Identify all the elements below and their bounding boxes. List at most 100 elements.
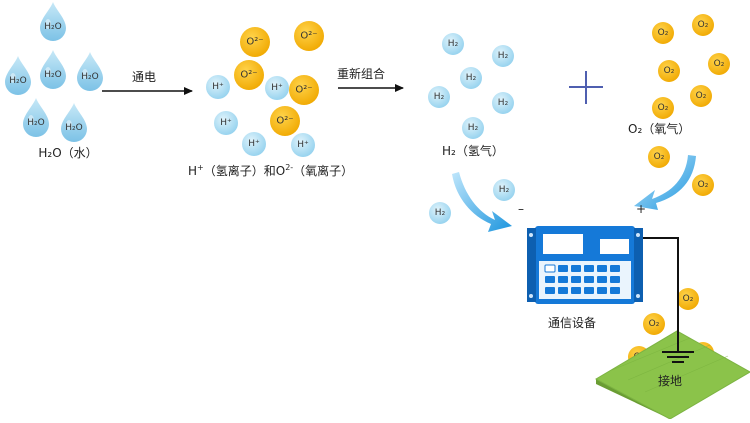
device-button (558, 265, 568, 272)
oxygen-molecule: O₂ (643, 313, 665, 335)
oxygen-ion: O²⁻ (234, 60, 264, 90)
oxygen-ion: O²⁻ (294, 21, 324, 51)
water-drops: H₂O H₂O H₂O H₂O H₂O H₂O (5, 2, 103, 142)
oxygen-molecule: O₂ (690, 85, 712, 107)
oxygen-molecule-label: O₂ (658, 28, 669, 38)
hydrogen-label: H₂（氢气） (442, 143, 504, 158)
water-drop-icon: H₂O (40, 2, 66, 41)
oxygen-molecule: O₂ (652, 22, 674, 44)
water-drop-icon: H₂O (40, 50, 66, 89)
water-molecule-label: H₂O (44, 22, 61, 32)
step-electrolysis-label: 通电 (132, 70, 156, 84)
ions-cluster: O²⁻ O²⁻ O²⁻ O²⁻ O²⁻ H⁺ H⁺ H⁺ H⁺ H⁺ (206, 21, 324, 157)
water-molecule-label: H₂O (27, 118, 44, 128)
hydrogen-molecule-label: H₂ (435, 208, 446, 218)
device-button (571, 276, 581, 283)
oxygen-molecule: O₂ (677, 288, 699, 310)
hydrogen-molecule: H₂ (493, 179, 515, 201)
device-buttons (544, 264, 620, 294)
oxygen-molecule: O₂ (658, 60, 680, 82)
minus-terminal-label: – (518, 202, 524, 216)
device-button (610, 287, 620, 294)
oxygen-molecule-label: O₂ (683, 294, 694, 304)
hydrogen-ion: H⁺ (206, 75, 230, 99)
device-button (571, 265, 581, 272)
oxygen-molecule-label: O₂ (714, 59, 725, 69)
device-button (610, 265, 620, 272)
hydrogen-ion-label: H⁺ (220, 118, 232, 128)
device-indicator (544, 264, 556, 273)
oxygen-molecule: O₂ (692, 14, 714, 36)
hydrogen-molecule: H₂ (462, 117, 484, 139)
device-label: 通信设备 (548, 316, 596, 330)
oxygen-ion: O²⁻ (240, 27, 270, 57)
curve-arrow-hydrogen (452, 172, 512, 232)
hydrogen-molecule: H₂ (460, 67, 482, 89)
hydrogen-molecule-label: H₂ (466, 73, 477, 83)
device-button (571, 287, 581, 294)
water-drop-icon: H₂O (77, 52, 103, 91)
device-button (597, 265, 607, 272)
ground-platform (594, 330, 750, 420)
oxygen-molecule-label: O₂ (698, 20, 709, 30)
hydrogen-molecule-label: H₂ (434, 92, 445, 102)
water-drop-icon: H₂O (23, 98, 49, 137)
oxygen-molecule-label: O₂ (658, 103, 669, 113)
device-button (610, 276, 620, 283)
device-button (558, 287, 568, 294)
oxygen-label: O₂（氧气） (628, 121, 690, 136)
device-button (558, 276, 568, 283)
hydrogen-ion-label: H⁺ (297, 140, 309, 150)
ground-wire (638, 237, 679, 352)
hydrogen-molecule-label: H₂ (498, 51, 509, 61)
hydrogen-molecule-label: H₂ (499, 185, 510, 195)
oxygen-molecule: O₂ (692, 174, 714, 196)
oxygen-ion-label: O²⁻ (295, 85, 312, 96)
ions-label: H+（氢离子）和O2-（氧离子） (188, 163, 353, 178)
hydrogen-ion: H⁺ (214, 111, 238, 135)
oxygen-molecule-label: O₂ (654, 152, 665, 162)
ground-label: 接地 (658, 373, 682, 388)
ions-label-o-sup: 2- (285, 163, 293, 172)
hydrogen-molecule: H₂ (442, 33, 464, 55)
water-molecule-label: H₂O (44, 70, 61, 80)
hydrogen-ion-label: H⁺ (271, 83, 283, 93)
water-drop-icon: H₂O (5, 56, 31, 95)
hydrogen-molecule-label: H₂ (498, 98, 509, 108)
water-label: H₂O（水） (38, 146, 97, 160)
oxygen-ion: O²⁻ (270, 106, 300, 136)
device-button (584, 276, 594, 283)
hydrogen-molecule-label: H₂ (468, 123, 479, 133)
hydrogen-molecule: H₂ (429, 202, 451, 224)
plus-terminal-label: + (636, 202, 646, 216)
ions-label-tail: （氧离子） (293, 163, 353, 178)
oxygen-molecule: O₂ (708, 53, 730, 75)
hydrogen-ion: H⁺ (242, 132, 266, 156)
ions-label-h-sup: + (197, 163, 204, 172)
oxygen-ion: O²⁻ (289, 75, 319, 105)
water-drop-icon: H₂O (61, 103, 87, 142)
oxygen-ion-label: O²⁻ (240, 70, 257, 81)
plus-sign-icon (569, 71, 603, 104)
hydrogen-ion-label: H⁺ (212, 82, 224, 92)
device-button (545, 287, 555, 294)
oxygen-molecule: O₂ (652, 97, 674, 119)
ground-symbol-icon (662, 351, 694, 363)
oxygen-molecule-label: O₂ (664, 66, 675, 76)
oxygen-molecule-label: O₂ (696, 91, 707, 101)
device-button (584, 287, 594, 294)
oxygen-molecule: O₂ (648, 146, 670, 168)
oxygen-molecule-label: O₂ (649, 319, 660, 329)
oxygen-ion-label: O²⁻ (276, 116, 293, 127)
water-molecule-label: H₂O (65, 123, 82, 133)
oxygen-ion-label: O²⁻ (246, 37, 263, 48)
ions-label-mid: （氢离子）和O (204, 163, 285, 178)
water-molecule-label: H₂O (81, 72, 98, 82)
device-button (597, 276, 607, 283)
hydrogen-molecule: H₂ (428, 86, 450, 108)
hydrogen-ion: H⁺ (265, 76, 289, 100)
oxygen-ion-label: O²⁻ (300, 31, 317, 42)
water-molecule-label: H₂O (9, 76, 26, 86)
